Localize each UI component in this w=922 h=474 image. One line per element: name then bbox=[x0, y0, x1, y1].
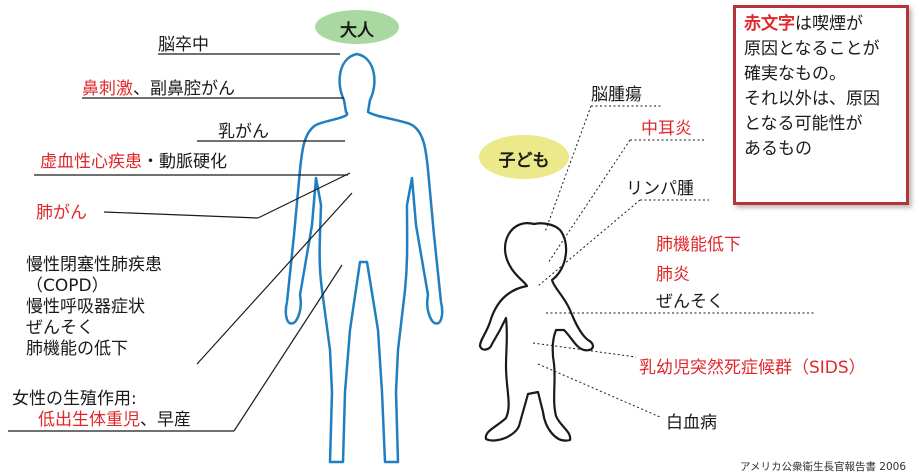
adult-leader-lines bbox=[8, 53, 353, 432]
label-brain-tumor: 脳腫瘍 bbox=[591, 85, 642, 105]
label-repro-black: 、早産 bbox=[140, 410, 191, 430]
child-pill bbox=[479, 135, 569, 179]
legend-line: 確実なもの。 bbox=[744, 64, 846, 84]
label-nasal: 鼻刺激、副鼻腔がん bbox=[82, 79, 235, 99]
legend-box: 赤文字は喫煙が 原因となることが 確実なもの。 それ以外は、原因 となる可能性が… bbox=[733, 5, 909, 205]
label-heart-red: 虚血性心疾患 bbox=[40, 152, 142, 172]
label-pneumonia: 肺炎 bbox=[656, 265, 690, 285]
label-nasal-black: 、副鼻腔がん bbox=[133, 79, 235, 99]
label-copd-line: （COPD） bbox=[26, 276, 109, 296]
label-lung-cancer: 肺がん bbox=[36, 203, 87, 223]
legend-line1-rest: は喫煙が bbox=[795, 14, 863, 34]
legend-highlight: 赤文字 bbox=[744, 14, 795, 34]
child-title: 子ども bbox=[498, 151, 550, 171]
adult-body-outline bbox=[284, 52, 444, 464]
label-repro-detail: 低出生体重児、早産 bbox=[38, 410, 191, 430]
label-repro-red: 低出生体重児 bbox=[38, 410, 140, 430]
legend-line: 原因となることが bbox=[744, 39, 880, 59]
label-asthma: ぜんそく bbox=[656, 292, 724, 312]
label-nasal-red: 鼻刺激 bbox=[82, 79, 133, 99]
label-stroke: 脳卒中 bbox=[158, 35, 209, 55]
label-copd-line: 慢性呼吸器症状 bbox=[26, 297, 145, 317]
label-leukemia: 白血病 bbox=[666, 413, 717, 433]
label-heart: 虚血性心疾患・動脈硬化 bbox=[40, 152, 227, 172]
label-copd-line: ぜんそく bbox=[26, 318, 94, 338]
source-citation: アメリカ公衆衛生長官報告書 2006 bbox=[740, 461, 907, 473]
label-lymphoma: リンパ腫 bbox=[626, 179, 694, 199]
label-repro-title: 女性の生殖作用: bbox=[12, 389, 137, 409]
legend-line: となる可能性が bbox=[744, 114, 863, 134]
adult-pill bbox=[315, 10, 399, 44]
label-lung-function: 肺機能低下 bbox=[656, 235, 741, 255]
label-sids: 乳幼児突然死症候群（SIDS） bbox=[639, 358, 866, 378]
legend-line: あるもの bbox=[744, 139, 812, 159]
adult-title: 大人 bbox=[340, 21, 374, 41]
label-copd-line: 慢性閉塞性肺疾患 bbox=[26, 255, 162, 275]
label-copd-block: 慢性閉塞性肺疾患 （COPD） 慢性呼吸器症状 ぜんそく 肺機能の低下 bbox=[26, 255, 162, 360]
label-otitis: 中耳炎 bbox=[641, 119, 692, 139]
child-body-outline bbox=[478, 222, 594, 442]
label-copd-line: 肺機能の低下 bbox=[26, 339, 128, 359]
label-breast: 乳がん bbox=[218, 122, 269, 142]
label-heart-black: ・動脈硬化 bbox=[142, 152, 227, 172]
legend-line: それ以外は、原因 bbox=[744, 89, 880, 109]
legend-line: 赤文字は喫煙が bbox=[744, 12, 898, 37]
child-leader-lines bbox=[532, 105, 816, 418]
